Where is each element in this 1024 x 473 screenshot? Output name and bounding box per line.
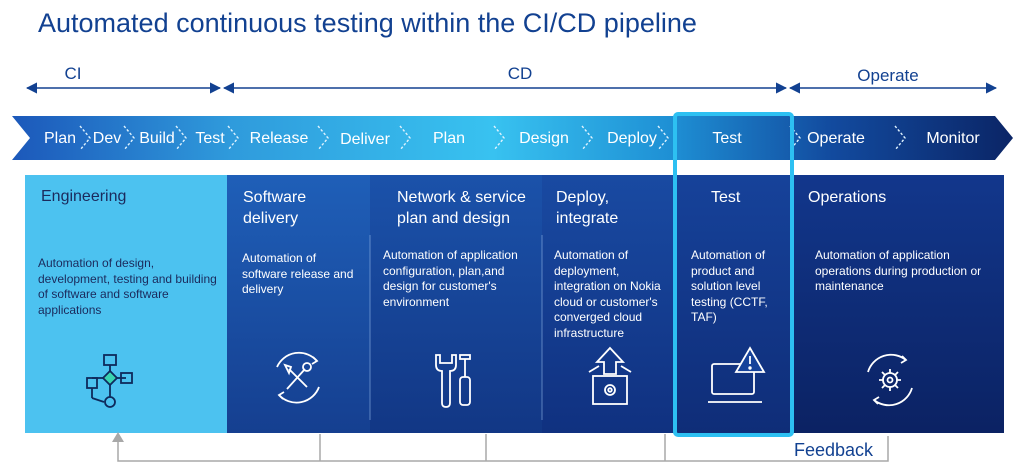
stage-separator: [581, 125, 593, 151]
feedback-arrowhead: [112, 432, 124, 442]
panel-network-bg: [370, 175, 542, 433]
panel-deploy-desc: Automation of deployment, integration on…: [554, 248, 661, 340]
panel-software-delivery-bg: [227, 175, 370, 433]
panel-network-title: Network & service plan and design: [397, 189, 526, 227]
stage-separator: [175, 125, 187, 151]
stage-deliver: Deliver: [340, 131, 390, 148]
phase-cd-label: CD: [507, 64, 533, 83]
stage-separator: [493, 125, 505, 151]
stage-test: Test: [195, 130, 225, 147]
panel-operations-bg: [792, 175, 1004, 433]
panel-engineering-title: Engineering: [41, 188, 127, 205]
panel-deploy-title: Deploy, integrate: [556, 189, 619, 227]
stage-test-cd: Test: [712, 130, 742, 147]
phase-operate-label: Operate: [857, 66, 919, 85]
panel-network-desc: Automation of application configuration,…: [383, 248, 518, 309]
stage-plan-cd: Plan: [432, 130, 466, 147]
panel-engineering-bg: [25, 175, 227, 433]
stage-build: Build: [139, 130, 175, 147]
stage-monitor: Monitor: [926, 130, 980, 147]
stage-design: Design: [519, 130, 569, 147]
stage-separator: [317, 125, 329, 151]
stage-separator: [657, 125, 669, 151]
panel-deploy-bg: [542, 175, 677, 433]
panel-software-delivery-title: Software delivery: [243, 189, 307, 227]
stage-separator: [123, 125, 135, 151]
stage-operate: Operate: [807, 130, 865, 147]
panel-test-bg: [677, 175, 792, 433]
pipeline-band: [12, 116, 1013, 160]
stage-separator: [399, 125, 411, 151]
gear-cycle-icon: [867, 353, 913, 407]
wrench-screwdriver-icon: [435, 354, 471, 408]
feedback-line: [117, 436, 889, 462]
tools-cycle-icon: [276, 351, 320, 404]
panel-engineering-desc: Automation of design, development, testi…: [38, 256, 217, 317]
page-title: Automated continuous testing within the …: [38, 8, 697, 38]
stage-deploy: Deploy: [607, 130, 657, 147]
test-highlight-frame: [673, 112, 794, 437]
panel-software-delivery-desc: Automation of software release and deliv…: [242, 251, 354, 296]
panel-operations-desc: Automation of application operations dur…: [815, 248, 982, 293]
stage-separator: [894, 125, 906, 151]
panel-operations-title: Operations: [808, 189, 887, 206]
laptop-warning-icon: [708, 346, 766, 403]
stage-separator: [227, 125, 239, 151]
flowchart-icon: [86, 354, 133, 408]
panel-test-desc: Automation of product and solution level…: [691, 248, 768, 324]
panel-test-title: Test: [711, 189, 741, 206]
stage-plan: Plan: [43, 130, 77, 147]
box-upload-icon: [588, 346, 632, 405]
phase-ci-label: CI: [64, 64, 82, 83]
stage-release: Release: [249, 130, 309, 147]
stage-dev: Dev: [92, 130, 122, 147]
feedback-label: Feedback: [794, 440, 874, 460]
stage-separator: [79, 125, 91, 151]
